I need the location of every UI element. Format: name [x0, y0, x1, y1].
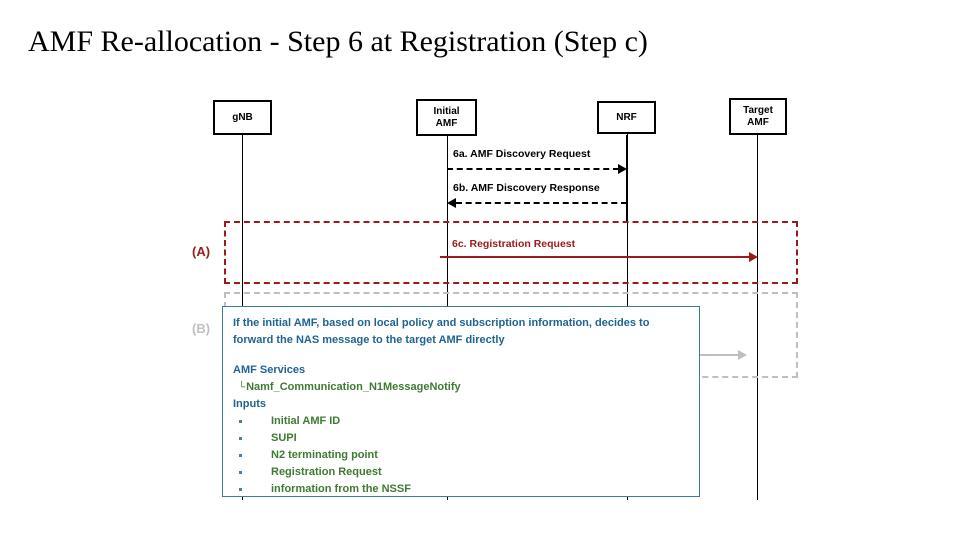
actor-nrf[interactable]: NRF	[597, 101, 656, 134]
actor-target-amf-label-2: AMF	[747, 116, 769, 128]
message-arrow-6b	[456, 202, 627, 204]
message-label-6b: 6b. AMF Discovery Response	[453, 182, 600, 194]
callout-service-name: Namf_Communication_N1MessageNotify	[246, 381, 461, 393]
callout-service-entry: └Namf_Communication_N1MessageNotify	[233, 379, 689, 396]
callout-inputs-heading: Inputs	[233, 398, 266, 410]
message-arrowhead-6b	[447, 198, 456, 208]
actor-nrf-label-1: NRF	[616, 111, 637, 123]
callout-headline: If the initial AMF, based on local polic…	[233, 317, 650, 346]
message-arrowhead-6a	[618, 164, 627, 174]
message-arrowhead-b-hidden	[738, 350, 747, 360]
list-item: SUPI	[233, 430, 689, 447]
group-tag-a: (A)	[192, 244, 211, 259]
lifeline-target-amf	[757, 134, 758, 500]
explanatory-callout: If the initial AMF, based on local polic…	[222, 306, 700, 497]
message-label-6c: 6c. Registration Request	[452, 238, 576, 250]
callout-services-heading: AMF Services	[233, 364, 306, 376]
actor-initial-amf-label-1: Initial	[433, 105, 460, 117]
list-item: N2 terminating point	[233, 447, 689, 464]
page-title: AMF Re-allocation - Step 6 at Registrati…	[28, 25, 648, 58]
list-item: information from the NSSF	[233, 481, 689, 498]
message-arrow-6a	[447, 168, 619, 170]
actor-target-amf-label-1: Target	[743, 104, 773, 116]
actor-initial-amf[interactable]: Initial AMF	[416, 99, 477, 136]
actor-initial-amf-label-2: AMF	[435, 117, 458, 129]
group-tag-b: (B)	[192, 321, 211, 336]
activation-bar-nrf	[626, 135, 628, 221]
callout-inputs-list: Initial AMF ID SUPI N2 terminating point…	[233, 413, 689, 498]
actor-target-amf[interactable]: Target AMF	[729, 98, 787, 135]
group-box-a	[224, 221, 798, 284]
message-label-6a: 6a. AMF Discovery Request	[453, 148, 591, 160]
list-item: Initial AMF ID	[233, 413, 689, 430]
actor-gnb-label-1: gNB	[232, 111, 253, 123]
message-arrow-6c	[440, 256, 751, 258]
message-arrowhead-6c	[749, 252, 758, 262]
actor-gnb[interactable]: gNB	[213, 100, 272, 135]
list-item: Registration Request	[233, 464, 689, 481]
tree-corner-icon: └	[238, 382, 246, 393]
